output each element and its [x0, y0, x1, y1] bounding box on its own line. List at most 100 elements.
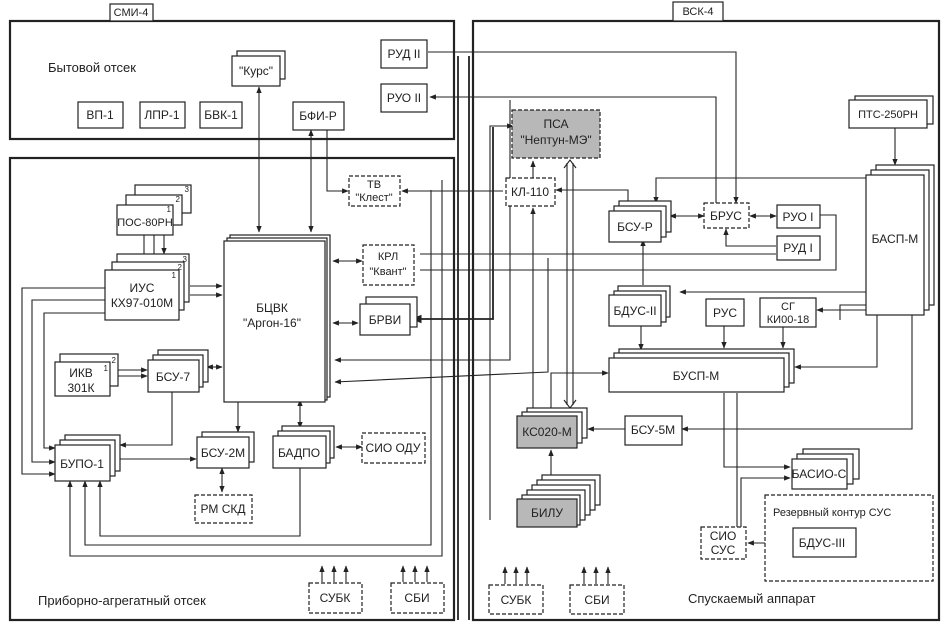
ius-num-3: 3	[183, 255, 188, 264]
ikv-num-2: 2	[112, 356, 117, 365]
block-ks020-m[interactable]: КС020-М	[516, 407, 588, 449]
vsk4-label: ВСК-4	[682, 6, 713, 18]
block-basp-m[interactable]: БАСП-М	[865, 164, 935, 316]
bsu2m-label: БСУ-2М	[201, 446, 245, 460]
ruo2-label: РУО II	[387, 91, 421, 105]
lpr1-label: ЛПР-1	[144, 108, 180, 122]
bcvk-label-1: БЦВК	[256, 301, 288, 315]
rus-label: РУС	[713, 306, 737, 320]
ikv-label-1: ИКВ	[69, 366, 93, 380]
bcvk-label-2: "Аргон-16"	[243, 316, 301, 330]
brvi-label: БРВИ	[369, 313, 402, 327]
basp-label: БАСП-М	[872, 232, 919, 246]
block-busp-m[interactable]: БУСП-М	[608, 348, 795, 393]
bupo-label: БУПО-1	[60, 457, 104, 471]
pos-num-1: 1	[167, 205, 172, 214]
block-brus[interactable]: БРУС	[703, 202, 750, 229]
block-rm-skd[interactable]: РМ СКД	[194, 494, 253, 524]
block-pts-250rn[interactable]: ПТС-250РН	[848, 95, 934, 129]
bvk1-label: БВК-1	[204, 108, 238, 122]
sbi-pao-label: СБИ	[404, 591, 429, 605]
block-bsu-r[interactable]: БСУ-Р	[608, 200, 672, 243]
block-bdus2[interactable]: БДУС-II	[608, 285, 671, 327]
block-pos-80rn[interactable]: 3 2 1 ПОС-80РН	[116, 184, 192, 236]
badpo-label: БАДПО	[278, 446, 320, 460]
block-kl110[interactable]: КЛ-110	[505, 177, 556, 207]
ius-num-2: 2	[178, 263, 183, 272]
bilu-label: БИЛУ	[531, 506, 563, 520]
block-rud2[interactable]: РУД II	[380, 39, 428, 69]
label-spuskaemyi-apparat: Спускаемый аппарат	[688, 591, 816, 606]
block-sio-odu[interactable]: СИО ОДУ	[361, 432, 426, 464]
block-bvk1[interactable]: БВК-1	[199, 101, 243, 129]
label-bytovoy-otsek: Бытовой отсек	[48, 60, 136, 75]
psa-label-2: "Нептун-МЭ"	[520, 133, 591, 147]
ikv-label-2: 301К	[67, 381, 94, 395]
block-sg-ki00-18[interactable]: СГ КИ00-18	[759, 297, 817, 328]
block-brvi[interactable]: БРВИ	[359, 296, 418, 336]
sio-sus-label-1: СИО	[710, 529, 737, 543]
block-bsu2m[interactable]: БСУ-2М	[196, 431, 255, 469]
vp1-label: ВП-1	[86, 108, 114, 122]
block-krl-kvant[interactable]: КРЛ "Квант"	[362, 244, 415, 286]
pos-num-2: 2	[176, 195, 181, 204]
reserve-label: Резервный контур СУС	[773, 507, 891, 519]
block-lpr1[interactable]: ЛПР-1	[139, 101, 186, 129]
basio-label: БАСИО-С	[792, 467, 847, 481]
ius-label-2: КХ97-010М	[111, 296, 173, 310]
block-rud1[interactable]: РУД I	[776, 235, 821, 261]
rud1-label: РУД I	[783, 241, 813, 255]
block-sio-sus[interactable]: СИО СУС	[700, 526, 747, 560]
block-basio-c[interactable]: БАСИО-С	[791, 448, 860, 490]
block-ikv-301k[interactable]: 2 1 ИКВ 301К	[54, 353, 119, 397]
frame-pribornyi-otsek	[8, 156, 456, 622]
block-bsu-5m[interactable]: БСУ-5М	[624, 415, 683, 446]
sg-label-2: КИ00-18	[767, 314, 809, 326]
rud2-label: РУД II	[388, 47, 421, 61]
block-rus[interactable]: РУС	[705, 298, 745, 327]
rm-skd-label: РМ СКД	[201, 502, 246, 516]
block-kurs[interactable]: "Курс"	[231, 50, 286, 87]
block-ruo2[interactable]: РУО II	[380, 83, 428, 113]
sio-sus-label-2: СУС	[711, 543, 736, 557]
tv-label-2: "Клест"	[355, 192, 392, 204]
bsur-label: БСУ-Р	[617, 220, 653, 234]
kurs-label: "Курс"	[239, 64, 273, 78]
tv-label-1: ТВ	[367, 179, 381, 191]
block-psa-neptun[interactable]: ПСА "Нептун-МЭ"	[511, 109, 601, 159]
ikv-num-1: 1	[104, 364, 109, 373]
sg-label-1: СГ	[781, 301, 795, 313]
block-bsu7[interactable]: БСУ-7	[147, 349, 209, 393]
block-sbi-sa[interactable]: СБИ	[569, 584, 625, 615]
sbi-sa-label: СБИ	[584, 593, 609, 607]
block-subk-pao[interactable]: СУБК	[308, 582, 363, 614]
block-bilu[interactable]: БИЛУ	[516, 474, 601, 528]
block-bfi-r[interactable]: БФИ-Р	[292, 101, 345, 131]
block-subk-sa[interactable]: СУБК	[488, 584, 544, 615]
kl110-label: КЛ-110	[511, 185, 549, 199]
block-vp1[interactable]: ВП-1	[77, 101, 124, 129]
subk-pao-label: СУБК	[320, 591, 351, 605]
brus-label: БРУС	[710, 209, 742, 223]
block-sbi-pao[interactable]: СБИ	[390, 582, 445, 614]
bdus2-label: БДУС-II	[613, 304, 656, 318]
smi4-label: СМИ-4	[114, 7, 149, 19]
block-bupo1[interactable]: БУПО-1	[54, 434, 121, 482]
krl-label-1: КРЛ	[378, 251, 398, 263]
psa-label-1: ПСА	[543, 117, 568, 131]
block-badpo[interactable]: БАДПО	[272, 425, 335, 469]
krl-label-2: "Квант"	[369, 266, 406, 278]
connections	[21, 51, 913, 620]
ks020-label: КС020-М	[522, 425, 572, 439]
block-bcvk-argon16[interactable]: БЦВК "Аргон-16"	[223, 234, 331, 403]
ius-num-1: 1	[172, 271, 177, 280]
pos-num-3: 3	[185, 185, 190, 194]
busp-label: БУСП-М	[673, 369, 720, 383]
block-ruo1[interactable]: РУО I	[776, 204, 821, 229]
bfi-label: БФИ-Р	[299, 109, 337, 123]
bsu7-label: БСУ-7	[156, 370, 191, 384]
block-ius[interactable]: 3 2 1 ИУС КХ97-010М	[104, 253, 190, 321]
block-tv-klest[interactable]: ТВ "Клест"	[348, 175, 401, 207]
block-bdus3[interactable]: БДУС-III	[792, 527, 857, 558]
